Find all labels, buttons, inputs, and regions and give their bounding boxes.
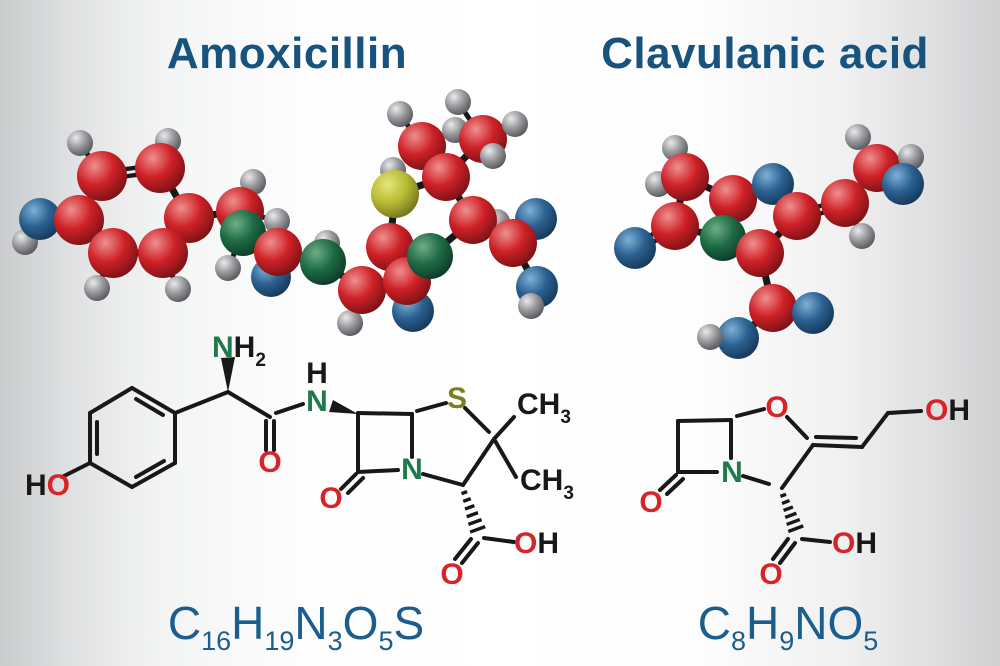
formula-subscript: 19 [264, 626, 295, 656]
atom-H [67, 130, 93, 156]
atom-C [422, 153, 470, 201]
atom-H [849, 223, 875, 249]
atom-label: H [306, 357, 328, 390]
atom-S [371, 170, 419, 218]
atom-O [19, 198, 61, 240]
atom-label: CH3 [517, 388, 571, 428]
atom-C [773, 192, 821, 240]
atom-label: N [306, 385, 328, 418]
atom-label: S [447, 382, 467, 415]
atom-label: O [765, 391, 788, 424]
atom-H [264, 208, 290, 234]
atom-N [220, 210, 266, 256]
atom-H [84, 275, 110, 301]
molecular-formula-amoxicillin: C16H19N3O5S [0, 597, 592, 655]
atom-label: NH2 [212, 331, 266, 371]
atom-C [338, 266, 386, 314]
atom-C [254, 228, 302, 276]
wedge-bond [221, 357, 235, 392]
atom-H [502, 111, 528, 137]
atom-O [752, 163, 794, 205]
atom-H [845, 124, 871, 150]
formula-element: C [697, 597, 731, 649]
atom-label: CH3 [520, 464, 574, 504]
clavulanic-acid-3d-model [614, 124, 924, 359]
atom-O [792, 292, 834, 334]
atom-H [480, 143, 506, 169]
atom-label: HO [25, 469, 70, 502]
formula-element: O [342, 597, 379, 649]
wedge-bond [329, 400, 358, 414]
atom-O [882, 163, 924, 205]
atom-H [445, 89, 471, 115]
atom-C [77, 151, 127, 201]
atom-C [164, 193, 214, 243]
atom-H [387, 101, 413, 127]
atom-label: OH [514, 527, 559, 560]
atom-H [697, 324, 723, 350]
formula-subscript: 3 [327, 626, 343, 656]
atom-label: O [440, 558, 463, 591]
atom-label: O [258, 446, 281, 479]
formula-element: H [231, 597, 265, 649]
atom-C [54, 195, 104, 245]
formula-element: N [294, 597, 328, 649]
formula-element: C [167, 597, 202, 649]
atom-label: O [759, 558, 782, 591]
atom-C [449, 196, 497, 244]
formula-element: S [393, 597, 425, 649]
formula-element: O [827, 597, 864, 649]
atom-H [518, 293, 544, 319]
atom-C [138, 228, 188, 278]
formula-subscript: 5 [378, 626, 394, 656]
atom-C [651, 202, 699, 250]
atom-label: OH [925, 394, 970, 427]
title-amoxicillin: Amoxicillin [166, 29, 408, 78]
formula-subscript: 8 [730, 626, 746, 656]
atom-label: N [721, 456, 743, 489]
atom-N [700, 215, 746, 261]
amoxicillin-3d-model [12, 89, 558, 336]
formula-subscript: 5 [863, 626, 879, 656]
atom-H [165, 276, 191, 302]
formula-subscript: 16 [201, 626, 232, 656]
atom-label: N [401, 453, 423, 486]
atom-O [717, 317, 759, 359]
atom-C [135, 143, 185, 193]
atom-C [749, 284, 797, 332]
atom-N [300, 239, 346, 285]
atom-H [215, 255, 241, 281]
atom-C [709, 175, 757, 223]
atom-label: OH [832, 527, 877, 560]
atom-C [661, 153, 709, 201]
title-clavulanic-acid: Clavulanic acid [601, 29, 929, 78]
atom-C [736, 229, 784, 277]
atom-O [614, 227, 656, 269]
formula-element: H [745, 597, 780, 649]
molecular-formula-clavulanic-acid: C8H9NO5 [576, 597, 1000, 655]
atom-C [489, 219, 537, 267]
atom-H [337, 310, 363, 336]
atom-label: O [319, 482, 342, 515]
atom-label: O [639, 486, 662, 519]
formula-element: N [794, 597, 828, 649]
atom-N [407, 233, 453, 279]
formula-subscript: 9 [779, 626, 795, 656]
atom-C [88, 228, 138, 278]
atom-C [821, 179, 869, 227]
